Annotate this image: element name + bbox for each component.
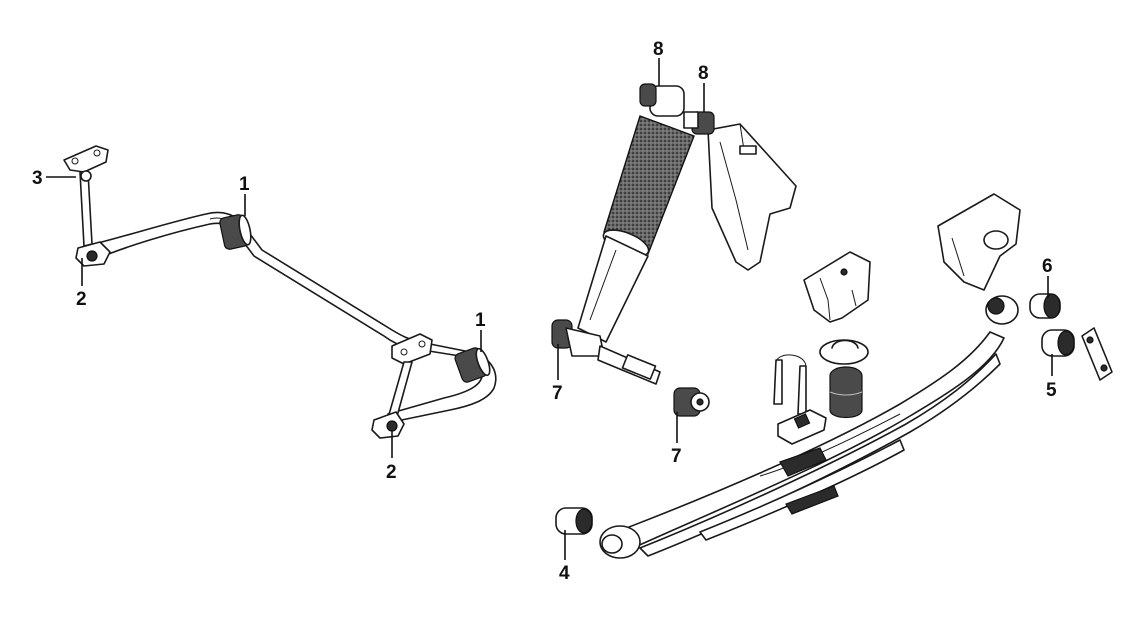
bump-stop-assembly (773, 251, 871, 445)
spring-clamp-plate (777, 409, 827, 445)
front-bush-4 (555, 507, 593, 535)
bar-bush-lower (454, 347, 491, 383)
centre-pad (779, 447, 839, 515)
callout-2-right-end-bush: 2 (386, 462, 397, 483)
callout-6-shackle-bush: 6 (1042, 256, 1053, 277)
shock-absorber-assembly (551, 83, 797, 417)
callout-2-left-end-bush: 2 (76, 289, 87, 310)
callout-1-lower-bush: 1 (475, 310, 486, 331)
shock-upper-bracket (707, 123, 797, 271)
callout-1-upper-bush: 1 (239, 174, 250, 195)
shackle-bush-5 (1041, 329, 1075, 357)
callout-8-top-bush-left: 8 (653, 39, 664, 60)
shock-top-eye (639, 83, 715, 135)
top-mount-bracket (63, 145, 109, 173)
leaf-spring-pack (615, 331, 1005, 557)
u-bolt (773, 354, 807, 415)
callout-4-front-bush: 4 (559, 563, 570, 584)
shock-lower-eye (551, 319, 710, 417)
stabilizer-bar (85, 211, 497, 423)
rear-spring-eye (985, 295, 1019, 325)
bar-bush-upper (219, 214, 252, 250)
callout-8-top-bush-right: 8 (698, 63, 709, 84)
shock-lower-body (577, 235, 649, 343)
leaf-spring-assembly (555, 193, 1113, 559)
callout-3-mount-bracket: 3 (32, 168, 43, 189)
rubber-bump-stop (829, 366, 863, 419)
end-bush-right (371, 411, 405, 439)
shock-upper-body (602, 115, 695, 257)
bump-stop-bracket (803, 251, 871, 323)
front-spring-eye (599, 525, 641, 559)
anti-roll-bar-assembly (63, 145, 497, 439)
bump-stop-plate (819, 339, 869, 365)
drop-link (79, 170, 93, 247)
shackle-bush-6 (1029, 293, 1061, 319)
shackle-plate (1081, 327, 1113, 381)
callout-7-lower-bush-right: 7 (671, 446, 682, 467)
rear-hanger-bracket (937, 193, 1021, 291)
callout-7-lower-bush-left: 7 (552, 383, 563, 404)
end-bush-left (75, 241, 111, 267)
callout-5-shackle-bush: 5 (1046, 380, 1057, 401)
leader-lines (46, 58, 1053, 560)
